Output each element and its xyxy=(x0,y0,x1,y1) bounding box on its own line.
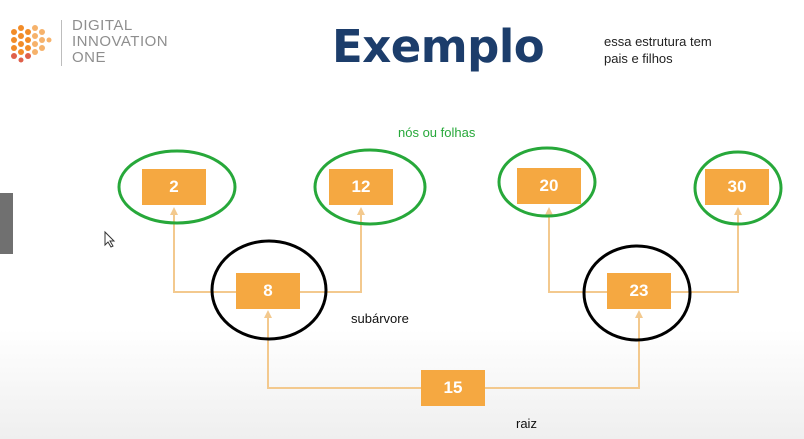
connector-15-23 xyxy=(485,312,640,389)
note-line-2: pais e filhos xyxy=(604,51,673,66)
tree-node-30: 30 xyxy=(705,169,769,205)
side-scroll-handle[interactable] xyxy=(0,193,13,254)
leaves-label: nós ou folhas xyxy=(398,125,476,140)
arrowhead-20 xyxy=(545,207,553,215)
annotation-note: essa estrutura tem pais e filhos xyxy=(604,33,712,67)
logo-line-3: ONE xyxy=(72,49,107,66)
dio-logo-icon xyxy=(11,25,52,63)
connector-23-20 xyxy=(548,209,607,293)
connector-8-12 xyxy=(300,209,362,293)
tree-node-2: 2 xyxy=(142,169,206,205)
root-label: raiz xyxy=(516,416,537,431)
tree-node-23: 23 xyxy=(607,273,671,309)
arrowhead-30 xyxy=(734,207,742,215)
leaf-highlight-2 xyxy=(117,149,237,225)
arrowhead-8 xyxy=(264,310,272,318)
tree-node-20: 20 xyxy=(517,168,581,204)
tree-node-8: 8 xyxy=(236,273,300,309)
subtree-highlight-8 xyxy=(210,239,328,341)
arrowhead-12 xyxy=(357,207,365,215)
logo-line-1: DIGITAL xyxy=(72,17,133,34)
logo-divider xyxy=(61,20,62,66)
logo-line-2: INNOVATION xyxy=(72,33,169,50)
dio-logo: DIGITAL INNOVATION ONE xyxy=(8,18,178,70)
tree-node-15-root: 15 xyxy=(421,370,485,406)
leaf-highlight-12 xyxy=(313,148,427,226)
connector-23-30 xyxy=(671,209,739,293)
subtree-highlight-23 xyxy=(582,244,692,342)
slide-title: Exemplo xyxy=(332,20,545,73)
arrowhead-2 xyxy=(170,207,178,215)
leaf-highlight-30 xyxy=(693,150,783,226)
subtree-label: subárvore xyxy=(351,311,409,326)
mouse-cursor-icon xyxy=(104,230,116,248)
connector-15-8 xyxy=(267,312,421,389)
tree-node-12: 12 xyxy=(329,169,393,205)
connector-8-2 xyxy=(173,209,236,293)
note-line-1: essa estrutura tem xyxy=(604,34,712,49)
logo-text: DIGITAL INNOVATION ONE xyxy=(72,18,168,66)
arrowhead-23 xyxy=(635,310,643,318)
leaf-highlight-20 xyxy=(497,146,597,218)
